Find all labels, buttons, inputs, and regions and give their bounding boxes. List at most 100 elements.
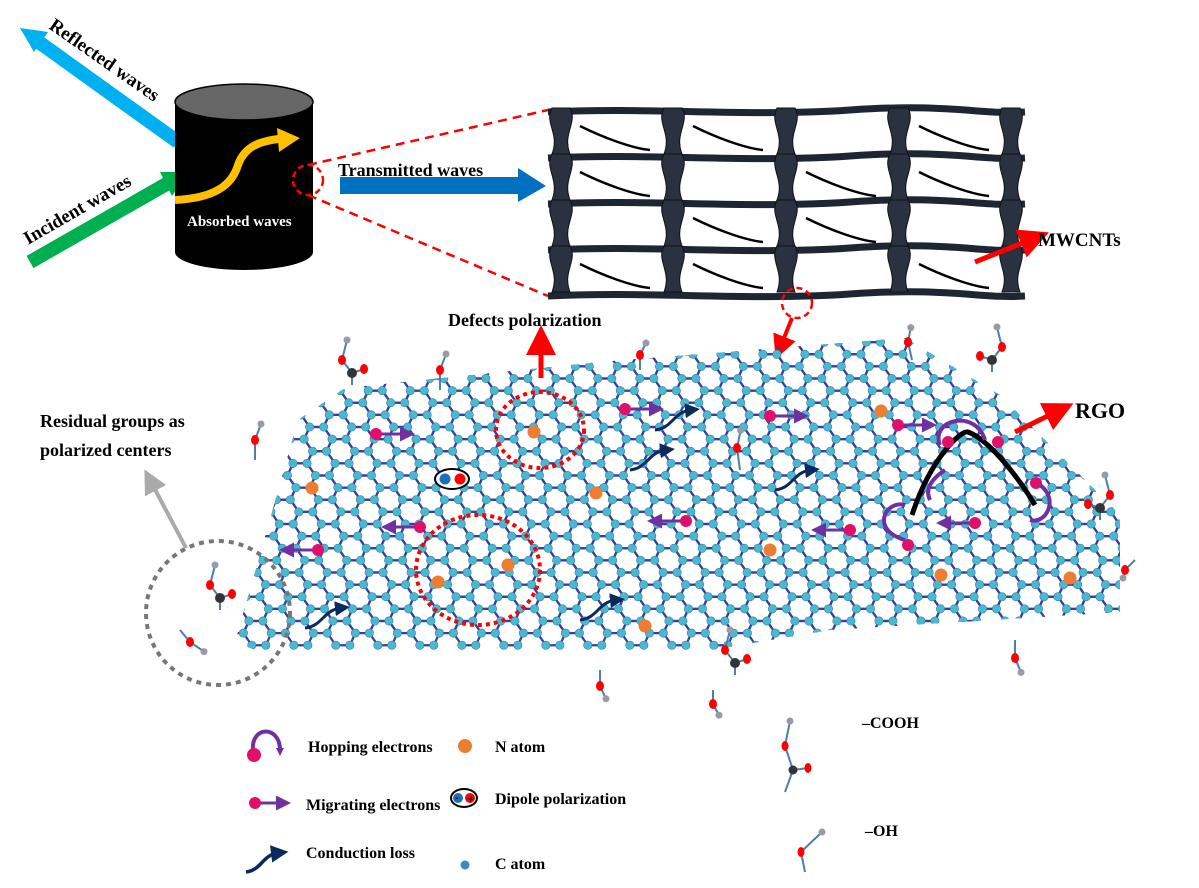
carbon-atom (574, 567, 584, 577)
carbon-atom (1002, 519, 1012, 529)
carbon-atom (551, 373, 561, 383)
carbon-atom (653, 580, 663, 590)
carbon-atom (1097, 373, 1107, 383)
carbon-atom (943, 314, 951, 322)
carbon-atom (241, 592, 251, 602)
hexagon-ring (1130, 488, 1158, 512)
carbon-atom (557, 604, 567, 614)
mwcnts-pointer-arrow (974, 229, 1049, 265)
carbon-atom (403, 422, 413, 432)
carbon-atom (792, 519, 802, 529)
carbon-atom (996, 410, 1006, 420)
carbon-atom (1128, 338, 1136, 346)
carbon-atom (759, 531, 769, 541)
carbon-atom (842, 410, 852, 420)
carbon-atom (711, 543, 721, 553)
carbon-atom (1022, 446, 1032, 456)
carbon-atom (247, 640, 257, 650)
carbon-atom (823, 543, 833, 553)
carbon-atom (731, 531, 741, 541)
cnt-tube-junction (661, 107, 685, 155)
carbon-atom (896, 446, 906, 456)
carbon-atom (975, 640, 985, 650)
carbon-atom (205, 520, 213, 528)
carbon-atom (1010, 349, 1020, 359)
carbon-atom (893, 483, 903, 493)
carbon-atom (747, 434, 757, 444)
oh-group (733, 426, 745, 471)
carbon-atom (271, 314, 279, 322)
carbon-atom (566, 555, 576, 565)
carbon-atom (744, 410, 754, 420)
carbon-atom (678, 616, 688, 626)
carbon-atom (500, 361, 510, 371)
carbon-atom (361, 604, 371, 614)
carbon-atom (546, 507, 556, 517)
carbon-atom (1146, 483, 1154, 491)
carbon-atom (552, 616, 562, 626)
carbon-atom (660, 410, 670, 420)
carbon-atom (184, 289, 192, 297)
carbon-atom (579, 495, 589, 505)
hexagon-ring (119, 463, 147, 487)
carbon-atom (168, 326, 176, 334)
carbon-atom (200, 593, 208, 601)
hexagon-ring (1177, 354, 1199, 378)
carbon-atom (829, 592, 839, 602)
carbon-atom (336, 567, 346, 577)
carbon-atom (688, 470, 698, 480)
carbon-atom (735, 338, 745, 347)
carbon-atom (599, 422, 609, 432)
carbon-atom (434, 446, 444, 456)
carbon-atom (381, 592, 391, 602)
carbon-atom (324, 410, 334, 420)
carbon-atom (1050, 567, 1060, 577)
carbon-atom (216, 435, 224, 443)
carbon-atom (401, 580, 411, 590)
hexagon-ring (1125, 439, 1153, 463)
carbon-atom (249, 483, 259, 493)
carbon-atom (202, 496, 210, 504)
carbon-atom (977, 604, 987, 614)
carbon-atom (823, 422, 833, 432)
carbon-atom (639, 640, 649, 650)
carbon-atom (756, 507, 766, 517)
carbon-atom (302, 398, 312, 408)
carbon-atom (719, 373, 729, 383)
hexagon-ring (1046, 306, 1074, 330)
carbon-atom (279, 386, 289, 396)
carbon-atom (761, 373, 771, 383)
carbon-atom (273, 338, 283, 347)
hexagon-ring (1050, 353, 1081, 380)
carbon-atom (190, 338, 198, 346)
hexagon-ring (1194, 318, 1199, 342)
carbon-atom (1141, 617, 1149, 625)
migrating-electron (892, 417, 937, 433)
carbon-atom (798, 567, 808, 577)
carbon-atom (411, 434, 421, 444)
hexagon-ring (235, 425, 250, 453)
carbon-atom (641, 604, 651, 614)
cnt-curve (805, 216, 877, 244)
carbon-atom (963, 483, 973, 493)
carbon-atom (188, 496, 196, 504)
carbon-atom (350, 507, 360, 517)
carbon-atom (543, 302, 551, 310)
migrating-electron (370, 426, 415, 442)
carbon-atom (249, 302, 257, 310)
carbon-atom (344, 398, 354, 408)
carbon-atom (1080, 470, 1090, 480)
carbon-atom (933, 640, 943, 650)
hexagon-ring (626, 306, 654, 330)
carbon-atom (1109, 531, 1119, 541)
carbon-atom (678, 555, 688, 565)
carbon-atom (1168, 496, 1176, 504)
carbon-atom (1179, 411, 1187, 419)
carbon-atom (1058, 398, 1068, 408)
carbon-atom (1064, 326, 1072, 334)
carbon-atom (296, 410, 306, 420)
hexagon-ring (1181, 560, 1199, 584)
carbon-atom (717, 531, 727, 541)
carbon-atom (875, 338, 885, 347)
cooh-group (976, 323, 1006, 372)
